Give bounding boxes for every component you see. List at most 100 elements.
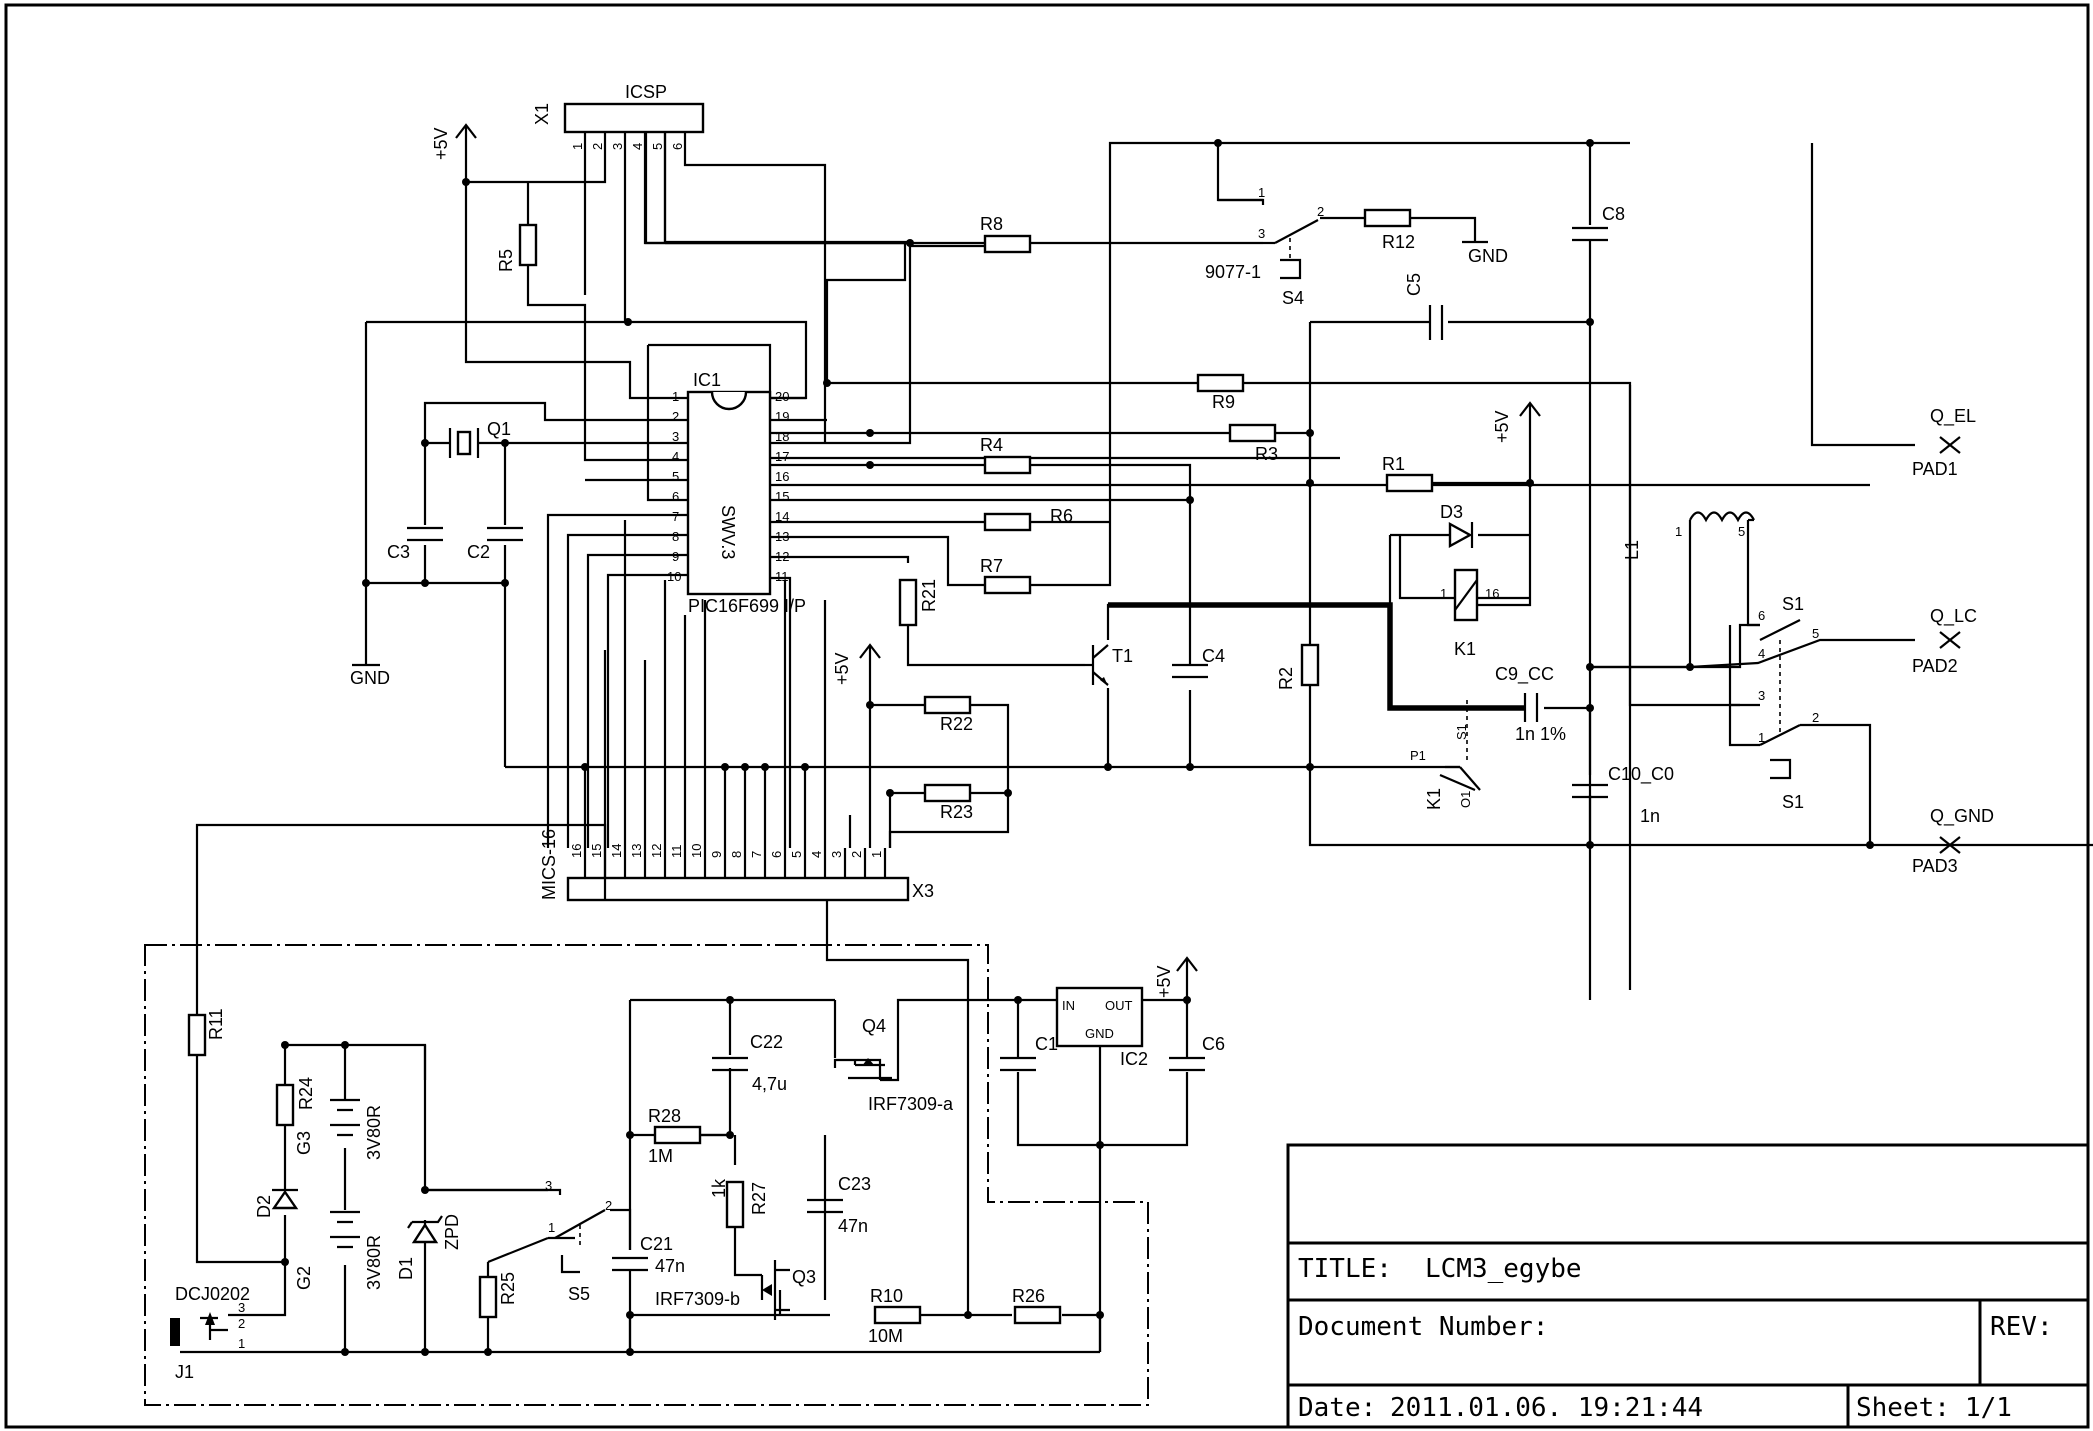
pad-q-el: Q_EL PAD1	[1912, 406, 1976, 479]
resistor-r7: R7	[980, 556, 1032, 595]
r25-label: R25	[498, 1272, 518, 1305]
crystal-q1: Q1	[448, 419, 511, 458]
x3-pin-label: 14	[609, 844, 624, 858]
capacitor-c3: C3	[387, 526, 443, 562]
ic1-pin-label: 5	[672, 469, 679, 484]
ic1-left-pins: 1 2 3 4 5 6 7 8 9 10	[667, 389, 681, 584]
r22-label: R22	[940, 714, 973, 734]
pad3-label: PAD3	[1912, 856, 1958, 876]
sheet-label: Sheet:	[1856, 1393, 1950, 1423]
diode-d3: D3	[1440, 502, 1474, 549]
dc-jack-j1: DCJ0202 3 2 1 J1	[170, 1284, 250, 1382]
r1-label: R1	[1382, 454, 1405, 474]
x3-pin-label: 8	[729, 851, 744, 858]
q4-value: IRF7309-a	[868, 1094, 954, 1114]
ic1-part: PIC16F699 I/P	[688, 596, 806, 616]
ic1-pin-label: 11	[775, 569, 789, 584]
r10-label: R10	[870, 1286, 903, 1306]
s4-label: S4	[1282, 288, 1304, 308]
s1-pin-label: 5	[1812, 626, 1819, 641]
capacitor-c8: C8	[1572, 204, 1625, 242]
x3-pin-label: 1	[869, 851, 884, 858]
x1-label: X1	[532, 103, 552, 125]
j1-pin-label: 3	[238, 1300, 245, 1315]
x3-pin-label: 10	[689, 844, 704, 858]
x1-pin-label: 3	[610, 143, 625, 150]
x1-pin-label: 1	[570, 143, 585, 150]
c22-label: C22	[750, 1032, 783, 1052]
d1-label: D1	[396, 1257, 416, 1280]
g2-label: G2	[294, 1266, 314, 1290]
s4-pin-label: 3	[1258, 226, 1265, 241]
q-el-label: Q_EL	[1930, 406, 1976, 427]
x3-pin-label: 4	[809, 851, 824, 858]
r24-label: R24	[296, 1077, 316, 1110]
c6-label: C6	[1202, 1034, 1225, 1054]
ic1-pin-label: 20	[775, 389, 789, 404]
r9-label: R9	[1212, 392, 1235, 412]
r10-value: 10M	[868, 1326, 903, 1346]
g3-value: 3V80R	[364, 1105, 384, 1160]
resistor-r3: R3	[1228, 423, 1278, 464]
x3-pin-label: 16	[569, 844, 584, 858]
ic1-pin-label: 10	[667, 569, 681, 584]
s1-pin-label: 3	[1758, 688, 1765, 703]
x3-pin-label: 2	[849, 851, 864, 858]
resistor-r10: R10 10M	[868, 1286, 922, 1346]
switch-s1: 6 5 4 3 2 1 S1 S1	[1758, 594, 1819, 812]
r3-label: R3	[1255, 444, 1278, 464]
x1-pin-label: 5	[650, 143, 665, 150]
c21-label: C21	[640, 1234, 673, 1254]
c4-label: C4	[1202, 646, 1225, 666]
switch-s4: 1 2 3 9077-1 S4	[1205, 185, 1324, 308]
x3-pin-label: 6	[769, 851, 784, 858]
d3-label: D3	[1440, 502, 1463, 522]
ic1-pin-label: 4	[672, 449, 679, 464]
ic1-pin-label: 7	[672, 509, 679, 524]
k1-pin-label: 16	[1485, 586, 1499, 601]
q4-label: Q4	[862, 1016, 886, 1036]
s5-label: S5	[568, 1284, 590, 1304]
l1-pin-label: 1	[1675, 524, 1682, 539]
pad-q-lc: Q_LC PAD2	[1912, 606, 1977, 676]
ic2-out-label: OUT	[1105, 998, 1133, 1013]
resistor-r9: R9	[1196, 373, 1245, 412]
x3-pin-label: 12	[649, 844, 664, 858]
resistor-r25: R25	[478, 1272, 518, 1319]
s1-pin-label: 4	[1758, 646, 1765, 661]
p1-label: P1	[1410, 748, 1426, 763]
ic2-label: IC2	[1120, 1049, 1148, 1069]
x3-wires-right	[848, 705, 892, 848]
ic1-pin-label: 6	[672, 489, 679, 504]
resistor-r8: R8	[980, 214, 1032, 254]
resistor-r24: R24	[275, 1077, 316, 1127]
s5-pin-label: 1	[548, 1220, 555, 1235]
document-number-label: Document Number:	[1298, 1312, 1548, 1342]
c23-value: 47n	[838, 1216, 868, 1236]
d2-label: D2	[254, 1195, 274, 1218]
x1-name: ICSP	[625, 82, 667, 102]
x3-pin-label: 13	[629, 844, 644, 858]
r5-label: R5	[496, 249, 516, 272]
l1-pin-label: 5	[1738, 524, 1745, 539]
g2-value: 3V80R	[364, 1235, 384, 1290]
c23-label: C23	[838, 1174, 871, 1194]
resistor-r1: R1	[1382, 454, 1434, 493]
vcc-symbol: +5V	[431, 123, 477, 180]
battery-g2: G2 3V80R	[294, 1210, 384, 1290]
ic1-pin-label: 3	[672, 429, 679, 444]
title-block: TITLE: LCM3_egybe Document Number: REV: …	[1286, 1143, 2090, 1429]
r27-value: 1k	[709, 1178, 729, 1198]
x1-pin-label: 2	[590, 143, 605, 150]
x3-pin-label: 11	[669, 845, 684, 859]
relay-k1: 1 16 K1	[1398, 535, 1530, 659]
r4-label: R4	[980, 435, 1003, 455]
capacitor-c6: C6	[1169, 1034, 1225, 1072]
title-label: TITLE:	[1298, 1254, 1392, 1284]
c9-value: 1n 1%	[1515, 724, 1566, 744]
c2-label: C2	[467, 542, 490, 562]
s1-label: S1	[1782, 594, 1804, 614]
j1-type-label: DCJ0202	[175, 1284, 250, 1304]
ic2-in-label: IN	[1062, 998, 1075, 1013]
c22-value: 4,7u	[752, 1074, 787, 1094]
